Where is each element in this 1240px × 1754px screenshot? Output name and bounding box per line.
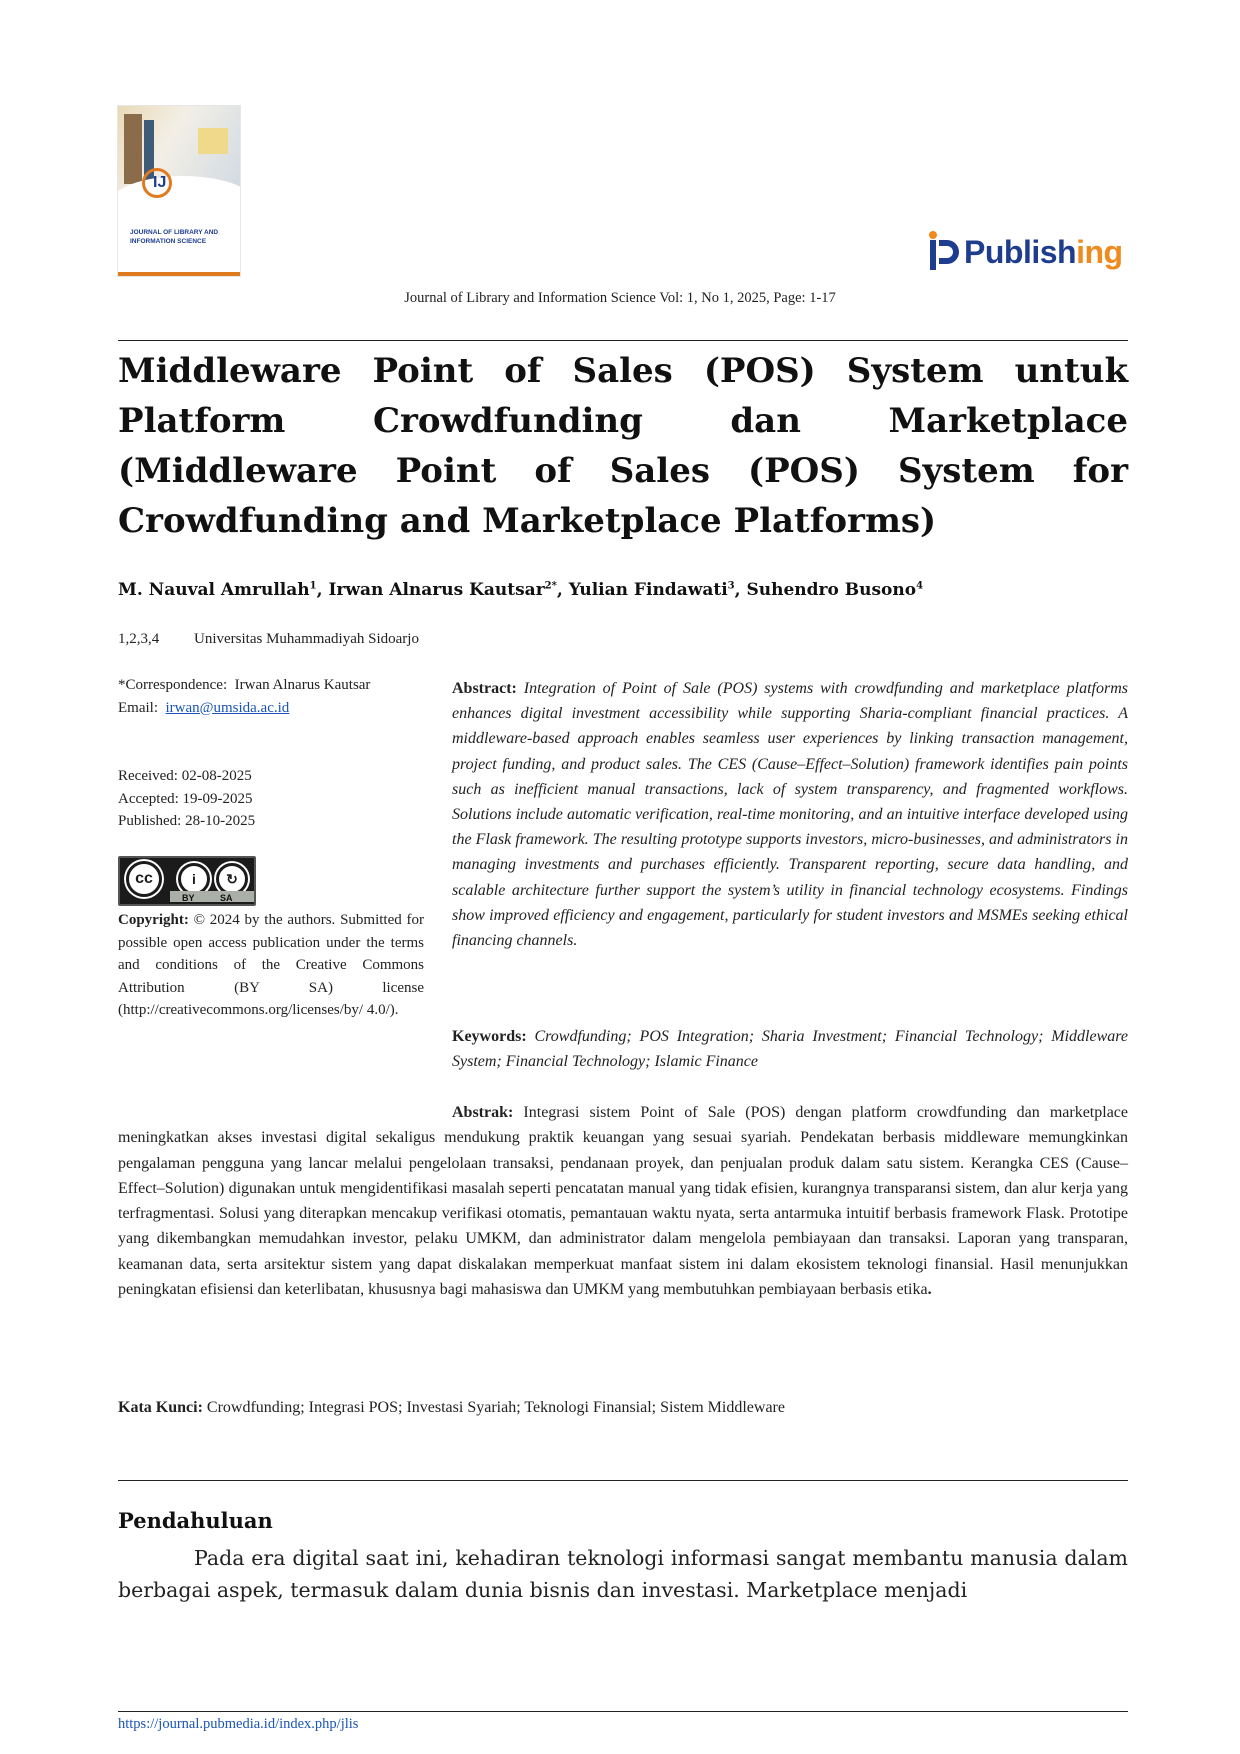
cover-title: JOURNAL OF LIBRARY AND INFORMATION SCIEN… bbox=[130, 229, 219, 245]
copyright-notice: Copyright: © 2024 by the authors. Submit… bbox=[118, 909, 424, 1022]
abstrak-end: . bbox=[927, 1281, 932, 1299]
copyright-text: © 2024 by the authors. Submitted for pos… bbox=[118, 912, 424, 1018]
keywords-indonesian: Kata Kunci: Crowdfunding; Integrasi POS;… bbox=[118, 1399, 1128, 1417]
publisher-logo-part2: ing bbox=[1076, 234, 1123, 270]
abstract-indonesian: Abstrak: Integrasi sistem Point of Sale … bbox=[118, 1100, 1128, 1302]
author-affiliation-mark: 1 bbox=[309, 580, 317, 592]
author-list: M. Nauval Amrullah1, Irwan Alnarus Kauts… bbox=[118, 580, 924, 600]
author-affiliation-mark: 2* bbox=[544, 580, 557, 592]
intro-paragraph: Pada era digital saat ini, kehadiran tek… bbox=[118, 1546, 1128, 1602]
accepted-date: Accepted: 19-09-2025 bbox=[118, 790, 253, 807]
author-affiliation-mark: 3 bbox=[727, 580, 735, 592]
author-name: Yulian Findawati bbox=[568, 580, 728, 600]
author-name: Suhendro Busono bbox=[746, 580, 917, 600]
abstract-text: Integration of Point of Sale (POS) syste… bbox=[452, 680, 1128, 950]
keywords-english: Keywords: Crowdfunding; POS Integration;… bbox=[452, 1024, 1128, 1074]
section-divider bbox=[118, 1480, 1128, 1481]
keywords-text: Crowdfunding; POS Integration; Sharia In… bbox=[452, 1028, 1128, 1071]
publisher-logo: Publishing bbox=[924, 228, 1124, 280]
dates-block: Received: 02-08-2025 Accepted: 19-09-202… bbox=[118, 765, 424, 833]
affiliation: 1,2,3,4 Universitas Muhammadiyah Sidoarjo bbox=[118, 631, 419, 648]
abstrak-label: Abstrak: bbox=[452, 1104, 514, 1121]
kata-kunci-label: Kata Kunci: bbox=[118, 1399, 203, 1416]
publisher-logo-icon bbox=[929, 231, 959, 270]
email-link[interactable]: irwan@umsida.ac.id bbox=[165, 699, 290, 716]
received-date: Received: 02-08-2025 bbox=[118, 768, 252, 784]
cc-license-badge[interactable]: cc i ↻ BY SA bbox=[118, 856, 256, 906]
journal-citation-line: Journal of Library and Information Scien… bbox=[404, 290, 836, 306]
copyright-label: Copyright: bbox=[118, 912, 189, 928]
header-divider bbox=[118, 340, 1128, 341]
paper-title: Middleware Point of Sales (POS) System u… bbox=[118, 351, 1128, 541]
abstract-label: Abstract: bbox=[452, 680, 517, 697]
abstrak-text: Integrasi sistem Point of Sale (POS) den… bbox=[118, 1104, 1128, 1299]
author-name: Irwan Alnarus Kautsar bbox=[328, 580, 545, 600]
author-affiliation-mark: 4 bbox=[916, 580, 924, 592]
correspondence-label: *Correspondence: bbox=[118, 677, 228, 693]
attribution-icon: i bbox=[178, 863, 210, 895]
license-by: BY bbox=[182, 893, 195, 903]
correspondence-name: Irwan Alnarus Kautsar bbox=[234, 677, 371, 693]
kata-kunci-text: Crowdfunding; Integrasi POS; Investasi S… bbox=[206, 1399, 785, 1416]
publisher-logo-part1: Publish bbox=[964, 234, 1077, 270]
footer-url-link[interactable]: https://journal.pubmedia.id/index.php/jl… bbox=[118, 1716, 359, 1732]
journal-cover-image: IJ JOURNAL OF LIBRARY AND INFORMATION SC… bbox=[118, 106, 240, 276]
affiliation-numbers: 1,2,3,4 bbox=[118, 631, 160, 647]
journal-logo-icon: IJ bbox=[142, 168, 172, 198]
abstract-english: Abstract: Integration of Point of Sale (… bbox=[452, 676, 1128, 953]
keywords-label: Keywords: bbox=[452, 1028, 527, 1045]
cc-icon: cc bbox=[126, 861, 162, 897]
email-label: Email: bbox=[118, 699, 158, 716]
affiliation-institution: Universitas Muhammadiyah Sidoarjo bbox=[194, 631, 419, 647]
published-date: Published: 28-10-2025 bbox=[118, 813, 256, 829]
license-sa: SA bbox=[220, 893, 233, 903]
correspondence-block: *Correspondence: Irwan Alnarus Kautsar E… bbox=[118, 674, 424, 719]
author-name: M. Nauval Amrullah bbox=[118, 580, 310, 600]
footer-divider bbox=[118, 1711, 1128, 1712]
section-heading: Pendahuluan bbox=[118, 1508, 273, 1533]
